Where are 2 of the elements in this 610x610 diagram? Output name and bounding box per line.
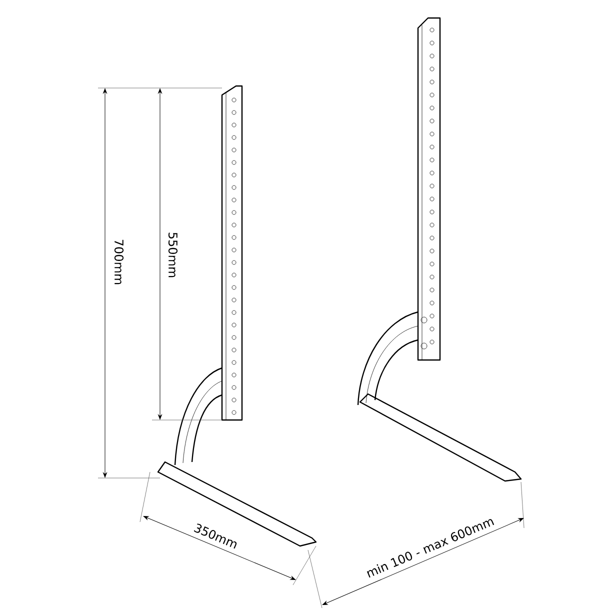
- dimension-label: 550mm: [168, 232, 178, 278]
- dimension-label: 700mm: [114, 240, 124, 284]
